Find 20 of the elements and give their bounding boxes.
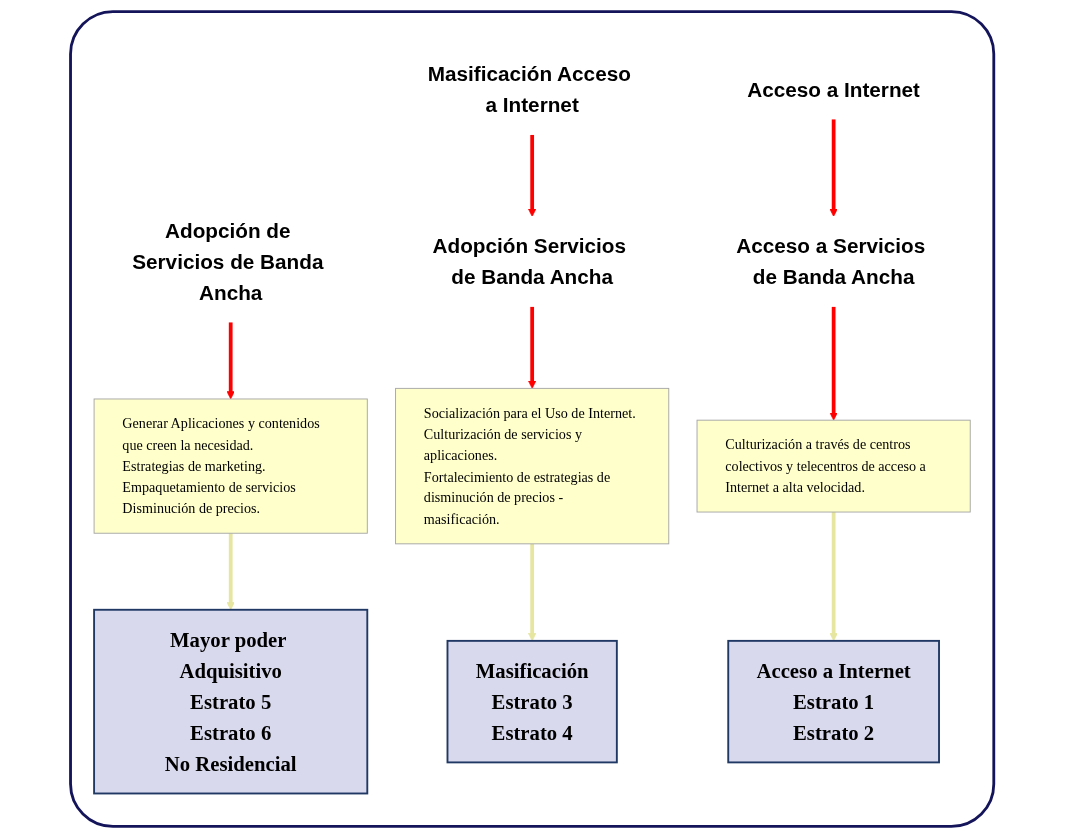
node-text: Acceso a Servicios de Banda Ancha	[736, 234, 926, 289]
arrow	[226, 533, 236, 611]
node-text: Adopción Servicios de Banda Ancha	[432, 234, 627, 289]
node-box: Generar Aplicaciones y contenidos que creen la necesidad. Estrategias de marketing. Empaquetamiento de servicios Disminución de precios.	[93, 398, 369, 534]
node-box: Masificación Estrato 3 Estrato 4	[446, 639, 619, 764]
node-box: Mayor poder Adquisitivo Estrato 5 Estrato 6 No Residencial	[93, 608, 369, 795]
arrow	[829, 306, 839, 421]
arrow	[528, 543, 537, 642]
cluster	[69, 10, 996, 828]
node-box: Acceso a Internet Estrato 1 Estrato 2	[727, 639, 941, 764]
arrow	[528, 306, 537, 389]
arrow	[829, 512, 839, 642]
node-text: Masificación Acceso a Internet	[428, 62, 632, 118]
arrow	[829, 119, 839, 217]
arrow	[528, 134, 537, 217]
node-box: Culturización a través de centros colectivos y telecentros de acceso a Internet a alta velocidad.	[696, 419, 972, 513]
node-text: Acceso a Internet	[747, 77, 921, 102]
node-text: Adopción de Servicios de Banda Ancha	[132, 218, 324, 305]
arrow	[226, 322, 236, 400]
node-box: Socialización para el Uso de Internet. Culturización de servicios y aplicaciones. Fortalecimiento de estrategias de disminución de precios - masificación.	[395, 387, 670, 545]
